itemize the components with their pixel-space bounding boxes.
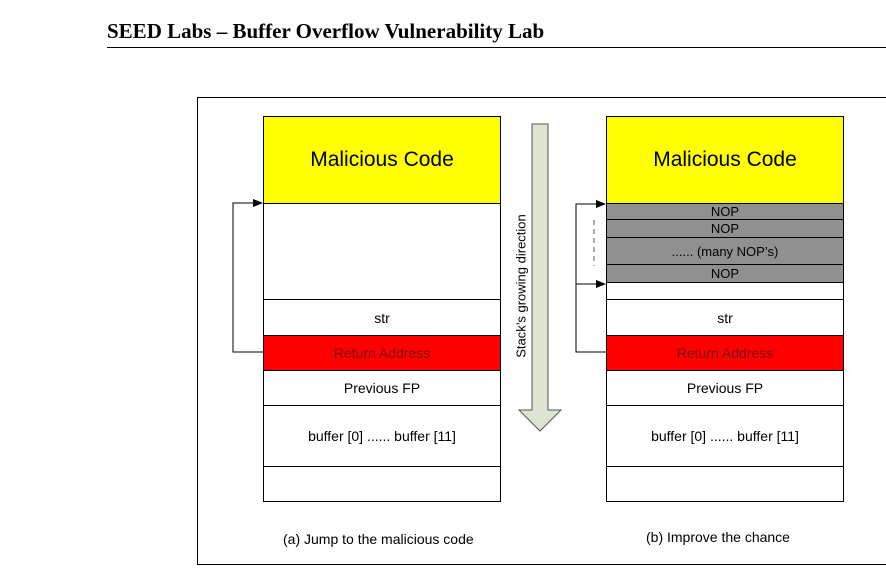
left-caption: (a) Jump to the malicious code (283, 531, 474, 547)
right-jump-arrow-main (575, 280, 606, 353)
right-caption: (b) Improve the chance (646, 529, 790, 545)
left-jump-arrow (232, 199, 263, 353)
right-jump-arrow-top (575, 200, 606, 284)
left-buffer-block: buffer [0] ...... buffer [11] (263, 405, 501, 467)
right-malicious-code-block: Malicious Code (606, 116, 844, 204)
right-bottom-block (606, 466, 844, 502)
stack-direction-arrow (517, 123, 563, 432)
header-rule (107, 47, 886, 48)
left-empty-block (263, 203, 501, 300)
left-str-block: str (263, 299, 501, 336)
left-malicious-code-block: Malicious Code (263, 116, 501, 204)
right-str-block: str (606, 299, 844, 336)
page-header-title: SEED Labs – Buffer Overflow Vulnerabilit… (107, 19, 545, 43)
right-buffer-block: buffer [0] ...... buffer [11] (606, 405, 844, 467)
right-nop-block-1: NOP (606, 203, 844, 220)
right-nop-block-2: NOP (606, 219, 844, 238)
figure-frame (197, 97, 886, 565)
stack-direction-label: Stack’s growing direction (513, 214, 529, 358)
left-bottom-block (263, 466, 501, 502)
right-previous-fp-block: Previous FP (606, 370, 844, 406)
